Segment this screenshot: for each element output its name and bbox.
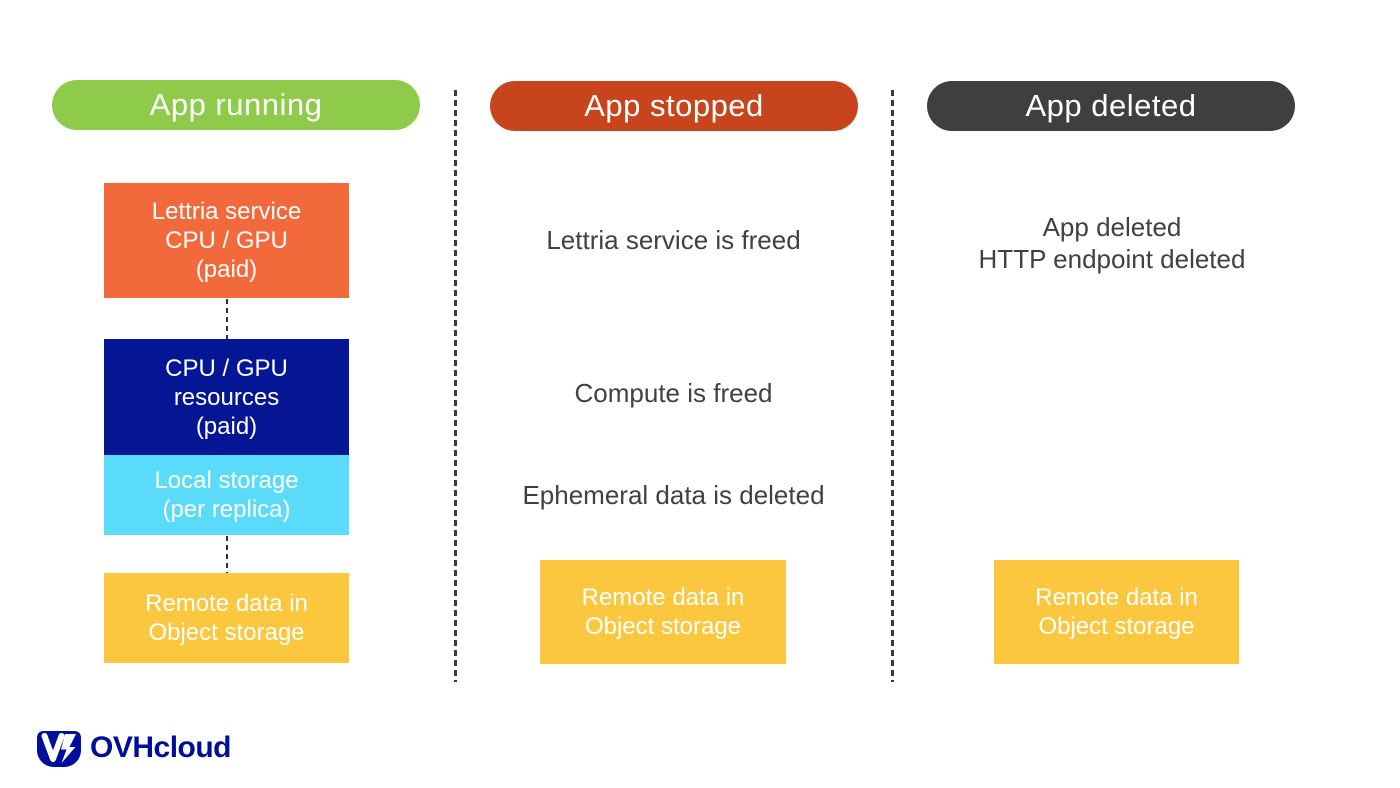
box-remote-object-storage-running: Remote data in Object storage [104, 573, 349, 663]
box-lettria-service: Lettria service CPU / GPU (paid) [104, 183, 349, 298]
note-app-deleted: App deleted HTTP endpoint deleted [978, 212, 1246, 274]
box-remote-object-storage-stopped: Remote data in Object storage [540, 560, 786, 664]
column-header-app-running: App running [52, 80, 420, 130]
box-local-storage: Local storage (per replica) [104, 455, 349, 535]
column-divider [891, 90, 894, 682]
note-compute-freed: Compute is freed [574, 378, 773, 408]
ovhcloud-wordmark: OVHcloud [90, 731, 232, 764]
note-service-freed: Lettria service is freed [546, 225, 801, 255]
column-header-app-stopped: App stopped [490, 81, 858, 131]
box-cpu-gpu-resources: CPU / GPU resources (paid) [104, 339, 349, 455]
dotted-connector [226, 299, 228, 339]
note-ephemeral-deleted: Ephemeral data is deleted [522, 480, 825, 510]
column-divider [454, 90, 457, 682]
ovhcloud-logo: OVHcloud [36, 727, 232, 769]
box-remote-object-storage-deleted: Remote data in Object storage [994, 560, 1239, 664]
ovhcloud-logo-icon [36, 728, 82, 768]
dotted-connector [226, 536, 228, 573]
column-header-app-deleted: App deleted [927, 81, 1295, 131]
